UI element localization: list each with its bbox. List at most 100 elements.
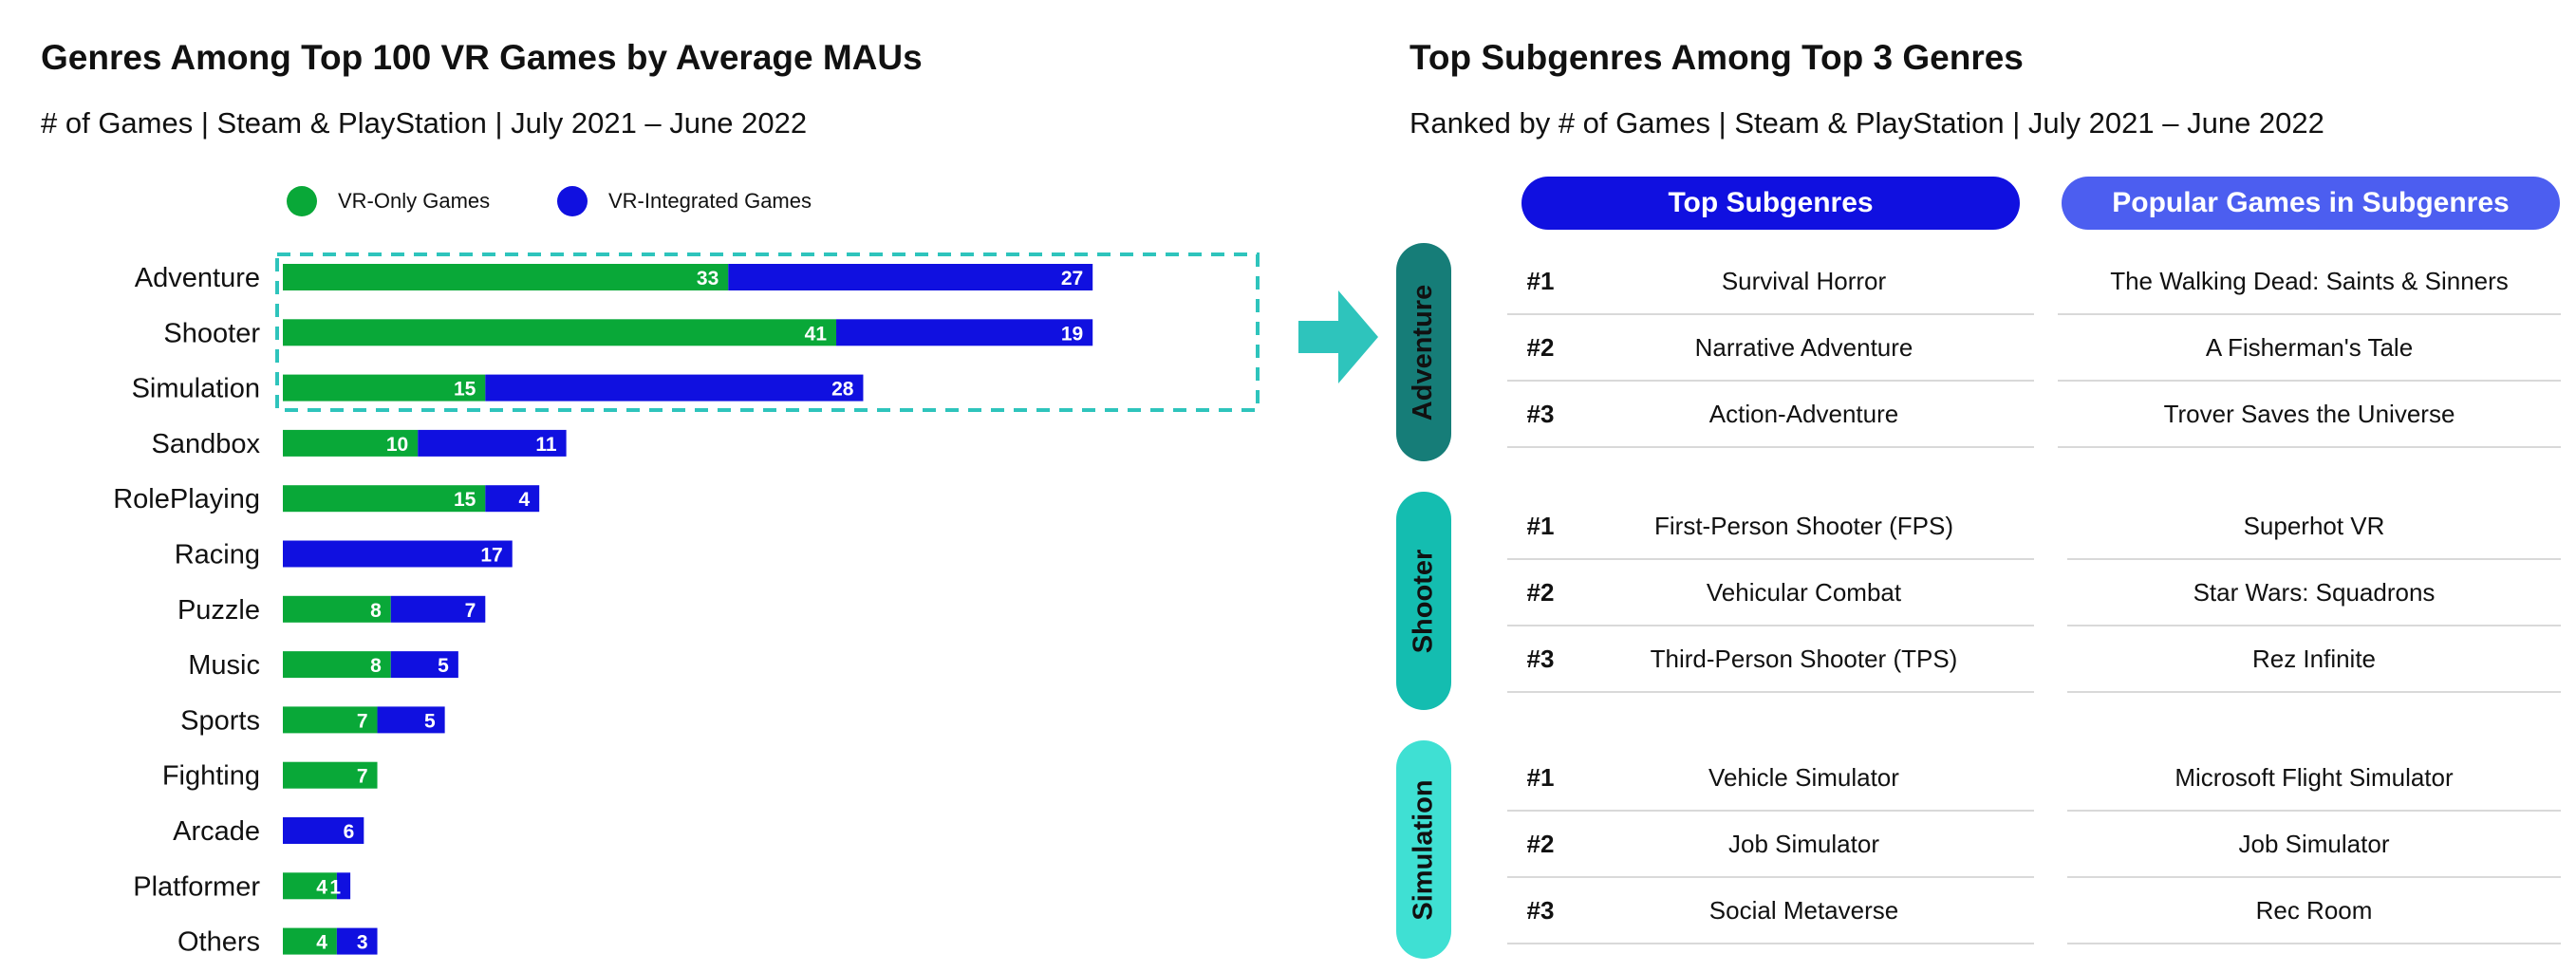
table-subtitle: Ranked by # of Games | Steam & PlayStati…	[1409, 106, 2324, 140]
subgenre-row: #2 Narrative Adventure	[1507, 315, 2034, 382]
legend-item-vr-integrated: VR-Integrated Games	[557, 186, 812, 216]
rank-label: #1	[1526, 511, 1555, 540]
bar-vr-integrated	[485, 374, 864, 402]
bar-vr-integrated	[283, 540, 513, 568]
subgenre-row: #1 Survival Horror	[1507, 249, 2034, 315]
rank-label: #3	[1526, 399, 1555, 428]
bar-vr-integrated	[418, 429, 567, 457]
bar-value-label: 28	[831, 379, 854, 401]
bar-value-label: 5	[438, 655, 449, 677]
bar-value-label: 7	[357, 710, 368, 732]
category-label: Others	[177, 927, 260, 958]
game-row: Trover Saves the Universe	[2058, 382, 2561, 448]
subgenre-row: #2 Job Simulator	[1507, 812, 2034, 878]
game-name: Job Simulator	[2238, 829, 2390, 858]
bar-vr-only	[283, 872, 337, 900]
game-name: A Fisherman's Tale	[2205, 332, 2414, 362]
genre-pill-shooter: Shooter	[1396, 492, 1451, 710]
rank-label: #2	[1526, 829, 1555, 858]
bar-value-label: 15	[454, 489, 476, 511]
genre-pill-simulation: Simulation	[1396, 740, 1451, 959]
rank-label: #3	[1526, 644, 1555, 673]
category-label: Platformer	[133, 871, 260, 902]
bar-vr-only	[283, 264, 729, 290]
game-name: Trover Saves the Universe	[2163, 399, 2455, 428]
subgenre-name: Narrative Adventure	[1694, 332, 1913, 362]
bar-vr-only	[283, 374, 486, 402]
legend-label-vr-integrated: VR-Integrated Games	[608, 189, 812, 213]
bar-vr-integrated	[283, 817, 364, 844]
category-label: Simulation	[132, 374, 260, 404]
top-genres-highlight-box	[275, 252, 1260, 412]
bar-value-label: 4	[316, 932, 327, 954]
subgenre-name: Vehicular Combat	[1706, 577, 1902, 607]
bar-value-label: 4	[316, 876, 327, 898]
chart-title: Genres Among Top 100 VR Games by Average…	[41, 38, 923, 77]
bar-value-label: 17	[480, 545, 502, 567]
game-row: Microsoft Flight Simulator	[2067, 745, 2561, 812]
subgenre-name: Survival Horror	[1721, 266, 1887, 295]
legend-swatch-vr-only	[287, 186, 317, 216]
game-row: Superhot VR	[2067, 494, 2561, 560]
subgenre-row: #3 Social Metaverse	[1507, 878, 2034, 944]
subgenre-row: #1 First-Person Shooter (FPS)	[1507, 494, 2034, 560]
subgenre-row: #2 Vehicular Combat	[1507, 560, 2034, 626]
game-row: A Fisherman's Tale	[2058, 315, 2561, 382]
bar-vr-only	[283, 706, 378, 734]
subgenre-name: First-Person Shooter (FPS)	[1654, 511, 1953, 540]
bar-vr-only	[283, 429, 419, 457]
category-label: Racing	[175, 540, 260, 570]
game-name: Microsoft Flight Simulator	[2175, 762, 2454, 792]
genre-label: Shooter	[1408, 549, 1439, 653]
header-popular-games: Popular Games in Subgenres	[2062, 177, 2560, 230]
subgenre-row: #3 Third-Person Shooter (TPS)	[1507, 626, 2034, 693]
bar-vr-integrated	[836, 319, 1093, 346]
bar-value-label: 7	[357, 766, 368, 788]
arrow-right-icon	[1298, 290, 1378, 383]
game-row: The Walking Dead: Saints & Sinners	[2058, 249, 2561, 315]
bar-value-label: 11	[535, 434, 557, 456]
subgenre-row: #3 Action-Adventure	[1507, 382, 2034, 448]
bar-value-label: 19	[1061, 323, 1083, 345]
bar-vr-integrated	[336, 872, 351, 900]
bar-value-label: 4	[518, 489, 530, 511]
category-label: Sports	[180, 705, 260, 736]
bar-vr-only	[283, 319, 837, 346]
bar-value-label: 8	[370, 655, 382, 677]
bar-vr-only	[283, 761, 378, 789]
category-label: Adventure	[135, 263, 260, 293]
subgenre-row: #1 Vehicle Simulator	[1507, 745, 2034, 812]
legend-item-vr-only: VR-Only Games	[287, 186, 490, 216]
bar-value-label: 41	[805, 323, 828, 345]
rank-label: #1	[1526, 266, 1555, 295]
rank-label: #1	[1526, 762, 1555, 792]
category-label: Arcade	[173, 816, 260, 847]
game-name: Rec Room	[2255, 895, 2373, 925]
genre-label: Adventure	[1408, 284, 1439, 421]
genre-pill-adventure: Adventure	[1396, 243, 1451, 461]
category-label: RolePlaying	[113, 484, 260, 514]
bar-vr-integrated	[377, 706, 445, 734]
bar-value-label: 8	[370, 600, 382, 622]
bar-value-label: 1	[329, 876, 341, 898]
category-label: Shooter	[163, 318, 260, 348]
game-name: Star Wars: Squadrons	[2193, 577, 2436, 607]
bar-value-label: 6	[344, 821, 355, 843]
game-row: Job Simulator	[2067, 812, 2561, 878]
bar-vr-only	[283, 927, 337, 955]
bar-value-label: 33	[697, 268, 719, 290]
game-row: Star Wars: Squadrons	[2067, 560, 2561, 626]
bar-vr-only	[283, 595, 391, 623]
bar-vr-integrated	[728, 264, 1093, 290]
bar-value-label: 7	[465, 600, 476, 622]
category-label: Puzzle	[177, 595, 260, 626]
chart-subtitle: # of Games | Steam & PlayStation | July …	[41, 106, 808, 140]
bar-value-label: 27	[1061, 268, 1083, 290]
bar-value-label: 3	[357, 932, 368, 954]
bar-value-label: 15	[454, 379, 476, 401]
category-label: Music	[188, 650, 260, 681]
legend-swatch-vr-integrated	[557, 186, 588, 216]
bar-vr-integrated	[390, 651, 458, 679]
subgenre-name: Action-Adventure	[1708, 399, 1899, 428]
